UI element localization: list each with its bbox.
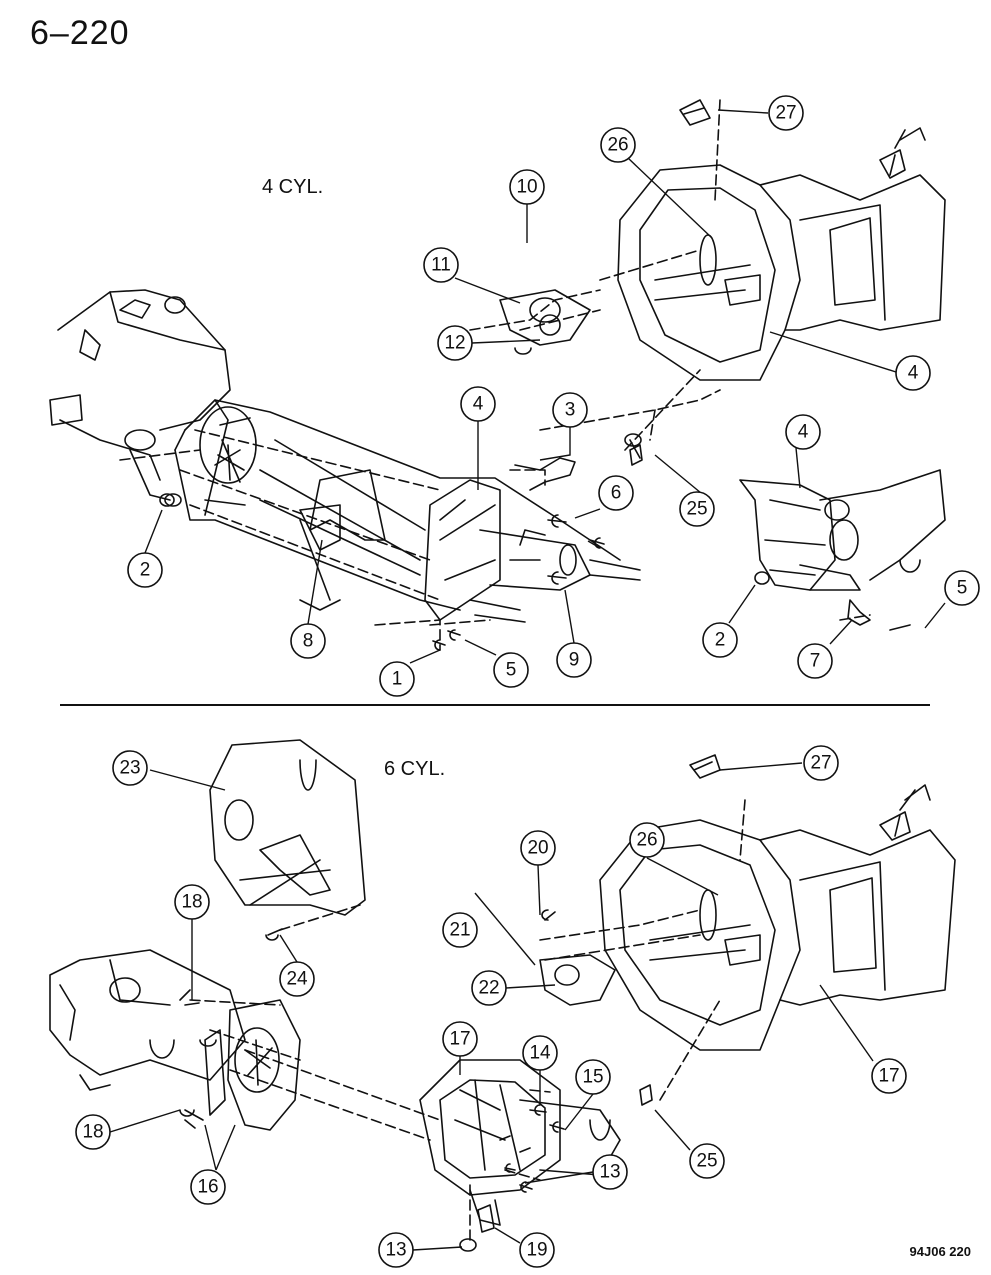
callout-9-top-label: 9 bbox=[569, 650, 580, 671]
callout-24-bottom: 24 bbox=[279, 961, 315, 997]
callout-26-top: 26 bbox=[600, 127, 636, 163]
callout-21-bottom-label: 21 bbox=[449, 920, 470, 941]
callout-23-bottom-label: 23 bbox=[119, 758, 140, 779]
bell-housing-6cyl bbox=[419, 1059, 621, 1252]
callout-26-top-label: 26 bbox=[607, 135, 628, 156]
callout-26-bottom: 26 bbox=[629, 822, 665, 858]
section-label-4-cyl: 4 CYL. bbox=[262, 176, 324, 198]
callout-17-bottom-housing-label: 17 bbox=[449, 1029, 470, 1050]
callout-23-bottom: 23 bbox=[112, 750, 148, 786]
section-divider bbox=[60, 704, 930, 706]
callout-27-top-label: 27 bbox=[775, 103, 796, 124]
callout-1-top-label: 1 bbox=[392, 669, 403, 690]
callout-10-top-label: 10 bbox=[516, 177, 537, 198]
callout-27-top: 27 bbox=[768, 95, 804, 131]
callout-25-top: 25 bbox=[679, 491, 715, 527]
callout-17-bottom-housing: 17 bbox=[442, 1021, 478, 1057]
callout-27-bottom-label: 27 bbox=[810, 753, 831, 774]
callout-13-bottom-right: 13 bbox=[592, 1154, 628, 1190]
callout-11-top-label: 11 bbox=[431, 255, 451, 276]
section-label-6-cyl: 6 CYL. bbox=[384, 758, 446, 780]
callout-3-top-label: 3 bbox=[565, 400, 576, 421]
callout-2-top-left-label: 2 bbox=[140, 560, 151, 581]
callout-9-top: 9 bbox=[556, 642, 592, 678]
callout-15-bottom: 15 bbox=[575, 1059, 611, 1095]
callout-4-top-housing: 4 bbox=[460, 386, 496, 422]
page-number: 6–220 bbox=[30, 14, 130, 52]
callout-17-bottom-transmission: 17 bbox=[871, 1058, 907, 1094]
callout-22-bottom: 22 bbox=[471, 970, 507, 1006]
callout-4-top-transmission: 4 bbox=[895, 355, 931, 391]
callout-18-bottom-upper: 18 bbox=[174, 884, 210, 920]
callout-18-bottom-upper-label: 18 bbox=[181, 892, 202, 913]
callout-18-bottom-lower-label: 18 bbox=[82, 1122, 103, 1143]
callout-26-bottom-label: 26 bbox=[636, 830, 657, 851]
callout-12-top-label: 12 bbox=[444, 333, 465, 354]
callout-7-top: 7 bbox=[797, 643, 833, 679]
callout-12-top: 12 bbox=[437, 325, 473, 361]
callout-13-bottom-lower: 13 bbox=[378, 1232, 414, 1268]
callout-17-bottom-transmission-label: 17 bbox=[878, 1066, 899, 1087]
callout-20-bottom: 20 bbox=[520, 830, 556, 866]
callout-20-bottom-label: 20 bbox=[527, 838, 548, 859]
transmission-4cyl bbox=[499, 127, 946, 466]
callout-19-bottom: 19 bbox=[519, 1232, 555, 1268]
callout-19-bottom-label: 19 bbox=[526, 1240, 547, 1261]
callout-4-top-detail: 4 bbox=[785, 414, 821, 450]
callout-21-bottom: 21 bbox=[442, 912, 478, 948]
callout-13-bottom-lower-label: 13 bbox=[385, 1240, 406, 1261]
callout-5-top-center: 5 bbox=[493, 652, 529, 688]
callout-7-top-label: 7 bbox=[810, 651, 821, 672]
callout-25-bottom-label: 25 bbox=[696, 1151, 717, 1172]
callout-25-top-label: 25 bbox=[686, 499, 707, 520]
callout-11-top: 11 bbox=[423, 247, 459, 283]
callout-4-top-housing-label: 4 bbox=[473, 394, 484, 415]
callout-27-bottom: 27 bbox=[803, 745, 839, 781]
callout-16-bottom: 16 bbox=[190, 1169, 226, 1205]
callout-2-top-left: 2 bbox=[127, 552, 163, 588]
callouts-top: 27 26 10 11 12 4 25 4 3 6 4 2 5 2 8 6 9 … bbox=[127, 95, 980, 697]
callout-4-top-transmission-label: 4 bbox=[908, 363, 919, 384]
callout-13-bottom-right-label: 13 bbox=[599, 1162, 620, 1183]
callout-5-top-center-label: 5 bbox=[506, 660, 517, 681]
leader-lines bbox=[109, 109, 946, 1251]
callout-22-bottom-label: 22 bbox=[478, 978, 499, 999]
callout-24-bottom-label: 24 bbox=[286, 969, 308, 990]
callout-14-bottom-label: 14 bbox=[529, 1043, 551, 1064]
adapter-plate-6cyl bbox=[209, 739, 366, 941]
engine-block-4cyl bbox=[49, 289, 231, 507]
callout-2-top-right-label: 2 bbox=[715, 630, 726, 651]
callout-25-bottom: 25 bbox=[689, 1143, 725, 1179]
callout-5-top-right: 5 bbox=[944, 570, 980, 606]
callout-16-bottom-label: 16 bbox=[197, 1177, 218, 1198]
callout-3-top: 3 bbox=[552, 392, 588, 428]
reference-code: 94J06 220 bbox=[909, 1244, 971, 1259]
callout-6-top-upper: 6 bbox=[598, 475, 634, 511]
callout-10-top: 10 bbox=[509, 169, 545, 205]
engine-block-6cyl bbox=[49, 949, 246, 1091]
clutch-assembly-6cyl bbox=[179, 999, 301, 1131]
callout-14-bottom: 14 bbox=[522, 1035, 558, 1071]
callout-1-top: 1 bbox=[379, 661, 415, 697]
callout-6-top-upper-label: 6 bbox=[611, 483, 622, 504]
callout-15-bottom-label: 15 bbox=[582, 1067, 603, 1088]
fasteners-4cyl bbox=[159, 99, 711, 651]
callouts-bottom: 23 27 26 20 21 22 18 24 17 14 15 13 16 1… bbox=[75, 745, 907, 1268]
callout-4-top-detail-label: 4 bbox=[798, 422, 809, 443]
transmission-6cyl bbox=[539, 754, 956, 1106]
callout-2-top-right: 2 bbox=[702, 622, 738, 658]
callout-8-top-label: 8 bbox=[303, 631, 314, 652]
callout-18-bottom-lower: 18 bbox=[75, 1114, 111, 1150]
clutch-detail-4cyl bbox=[739, 469, 946, 631]
callout-5-top-right-label: 5 bbox=[957, 578, 968, 599]
callout-8-top: 8 bbox=[290, 623, 326, 659]
